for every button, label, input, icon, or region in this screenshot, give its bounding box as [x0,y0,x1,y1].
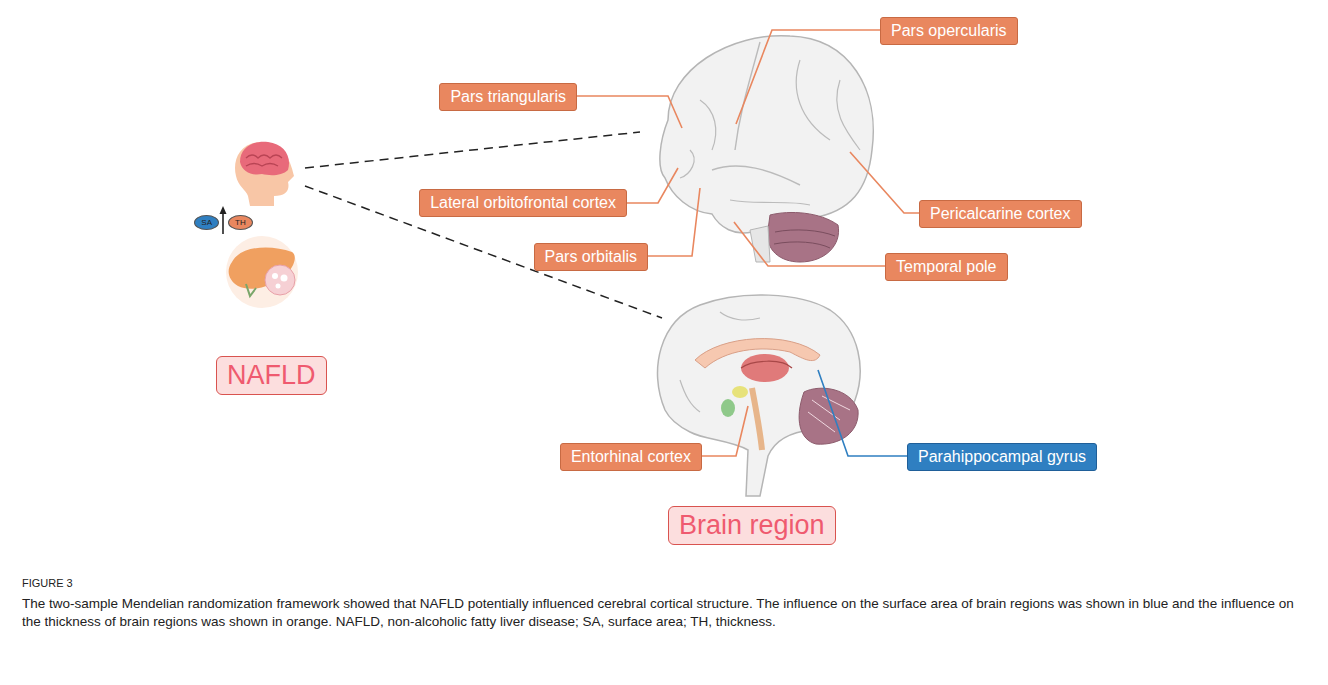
node-text: NAFLD [227,360,316,391]
node-text: TH [235,218,246,227]
region-label: Entorhinal cortex [560,443,702,471]
dashed-line [305,186,662,318]
region-label: Pars triangularis [439,83,577,111]
arrow-line [222,212,224,234]
region-label: Pericalcarine cortex [919,200,1082,228]
node-text: Pars opercularis [891,22,1007,40]
node-text: Pericalcarine cortex [930,205,1071,223]
head-icon [235,142,294,206]
leader-line [818,370,907,456]
lateral-brain [660,36,873,262]
liver-icon [226,236,298,308]
measure-oval: TH [228,215,253,230]
node-text: Brain region [679,510,825,541]
node-text: Temporal pole [896,258,997,276]
arrowhead [220,206,227,214]
region-label: Temporal pole [885,253,1008,281]
figure-title: FIGURE 3 [22,577,73,589]
region-label: Parahippocampal gyrus [907,443,1097,471]
group-label: Brain region [668,506,836,545]
figure-caption: The two-sample Mendelian randomization f… [22,595,1307,631]
dashed-line [305,132,640,168]
group-label: NAFLD [216,356,327,395]
node-text: Lateral orbitofrontal cortex [430,194,616,212]
node-text: Entorhinal cortex [571,448,691,466]
node-text: Pars triangularis [450,88,566,106]
node-text: SA [201,218,212,227]
measure-oval: SA [194,215,219,230]
region-label: Lateral orbitofrontal cortex [419,189,627,217]
node-text: Pars orbitalis [545,248,637,266]
region-label: Pars opercularis [880,17,1018,45]
node-text: Parahippocampal gyrus [918,448,1086,466]
region-label: Pars orbitalis [534,243,648,271]
